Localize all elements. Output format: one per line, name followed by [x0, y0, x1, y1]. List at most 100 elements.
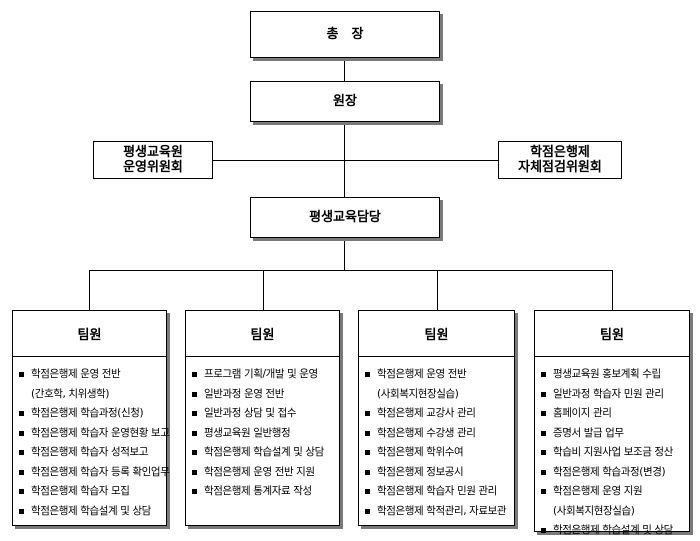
duty-text: 프로그램 기획/개발 및 운영 [204, 368, 318, 380]
square-bullet-icon [541, 489, 546, 494]
duty-text: 일반과정 상담 및 접수 [204, 407, 297, 419]
duty-item: 학점은행제 학습자 민원 관리 [365, 482, 514, 502]
duty-item: 학점은행제 운영 지원 (사회복지현장실습) [541, 482, 689, 521]
duty-subtext: (사회복지현장실습) [553, 504, 635, 517]
duty-text: 학점은행제 학습과정(변경) [553, 465, 666, 478]
square-bullet-icon [192, 489, 197, 494]
duty-text: 홈페이지 관리 [553, 407, 612, 419]
manager-label: 평생교육담당 [309, 210, 381, 225]
square-bullet-icon [541, 391, 546, 397]
duty-text: 학점은행제 운영 지원 [553, 485, 643, 497]
committee-right-line2: 자체점검위원회 [518, 160, 602, 175]
connector-team-3 [437, 270, 438, 310]
square-bullet-icon [192, 372, 197, 377]
square-bullet-icon [365, 450, 370, 455]
committee-right-box: 학점은행제 자체점검위원회 [498, 141, 622, 179]
duty-text: 학점은행제 학습과정(신청) [31, 407, 144, 419]
duty-text: 학습비 지원사업 보조금 정산 [553, 446, 673, 458]
duty-text: 학점은행제 학습자 모집 [31, 485, 130, 497]
duty-text: 학점은행제 학적관리, 자료보관 [377, 504, 507, 517]
team-title: 팀원 [535, 311, 689, 357]
duty-text: 학점은행제 수강생 관리 [377, 426, 476, 439]
duty-text: 학점은행제 학습설계 및 상담 [553, 524, 673, 536]
square-bullet-icon [365, 469, 370, 475]
manager-box: 평생교육담당 [250, 197, 440, 238]
duty-item: 홈페이지 관리 [541, 404, 689, 424]
square-bullet-icon [541, 469, 546, 475]
square-bullet-icon [365, 489, 370, 494]
connector-manager-bus [344, 238, 345, 270]
square-bullet-icon [365, 411, 370, 416]
connector-president-director [344, 58, 345, 81]
square-bullet-icon [19, 430, 24, 436]
duty-item: 학점은행제 학습설계 및 상담 [541, 521, 689, 541]
square-bullet-icon [541, 450, 546, 455]
team-title: 팀원 [13, 311, 166, 357]
square-bullet-icon [19, 508, 24, 514]
connector-team-bus [89, 270, 612, 271]
duty-item: 학점은행제 운영 전반 (사회복지현장실습) [365, 365, 514, 404]
duty-subtext: (간호학, 치위생학) [31, 387, 110, 400]
committee-left-line1: 평생교육원 [123, 145, 183, 160]
square-bullet-icon [19, 372, 24, 377]
duty-list: 학점은행제 운영 전반 (간호학, 치위생학) 학점은행제 학습과정(신청) 학점은행… [13, 357, 170, 521]
duty-item: 학점은행제 학습자 성적보고 [19, 443, 166, 463]
duty-text: 학점은행제 학습자 운영현황 보고 [31, 426, 170, 439]
duty-text: 일반과정 학습자 민원 관리 [553, 387, 664, 400]
duty-text: 학점은행제 운영 전반 지원 [204, 465, 315, 478]
duty-item: 프로그램 기획/개발 및 운영 [192, 365, 339, 385]
square-bullet-icon [541, 528, 546, 533]
duty-item: 학점은행제 정보공시 [365, 463, 514, 483]
duty-text: 학점은행제 통계자료 작성 [204, 485, 312, 497]
square-bullet-icon [19, 411, 24, 416]
duty-text: 학점은행제 운영 전반 [31, 368, 121, 380]
director-label: 원장 [333, 94, 357, 109]
duty-item: 학점은행제 학습설계 및 상담 [192, 443, 339, 463]
duty-text: 학점은행제 학습설계 및 상담 [204, 446, 324, 458]
square-bullet-icon [541, 372, 546, 377]
duty-item: 일반과정 학습자 민원 관리 [541, 385, 689, 405]
square-bullet-icon [541, 411, 546, 416]
duty-text: 학점은행제 교강사 관리 [377, 407, 476, 419]
square-bullet-icon [192, 411, 197, 416]
connector-team-1 [89, 270, 90, 310]
square-bullet-icon [192, 391, 197, 397]
duty-item: 학점은행제 학적관리, 자료보관 [365, 502, 514, 522]
duty-text: 학점은행제 학습자 등록 확인업무 [31, 465, 170, 478]
duty-text: 학점은행제 학습설계 및 상담 [31, 504, 151, 517]
duty-text: 학점은행제 학위수여 [377, 446, 464, 458]
square-bullet-icon [19, 450, 24, 455]
president-label: 총 장 [326, 27, 364, 42]
duty-item: 학점은행제 학습과정(변경) [541, 463, 689, 483]
square-bullet-icon [19, 489, 24, 494]
connector-team-4 [612, 270, 613, 310]
president-box: 총 장 [250, 11, 440, 58]
committee-left-box: 평생교육원 운영위원회 [93, 141, 213, 179]
duty-item: 학점은행제 교강사 관리 [365, 404, 514, 424]
duty-item: 학점은행제 학위수여 [365, 443, 514, 463]
duty-item: 학점은행제 운영 전반 (간호학, 치위생학) [19, 365, 166, 404]
connector-committees [213, 160, 498, 161]
committee-left-line2: 운영위원회 [123, 160, 183, 175]
duty-item: 일반과정 상담 및 접수 [192, 404, 339, 424]
square-bullet-icon [365, 372, 370, 377]
square-bullet-icon [365, 508, 370, 514]
duty-item: 학점은행제 학습자 등록 확인업무 [19, 463, 170, 483]
square-bullet-icon [365, 430, 370, 436]
duty-text: 학점은행제 운영 전반 [377, 368, 467, 380]
team-title: 팀원 [359, 311, 514, 357]
duty-item: 학점은행제 통계자료 작성 [192, 482, 339, 502]
connector-director-manager [344, 122, 345, 197]
duty-item: 학점은행제 학습자 모집 [19, 482, 166, 502]
square-bullet-icon [192, 450, 197, 455]
director-box: 원장 [250, 81, 440, 122]
duty-text: 학점은행제 학습자 민원 관리 [377, 485, 497, 497]
duty-subtext: (사회복지현장실습) [377, 387, 459, 400]
duty-item: 학점은행제 학습과정(신청) [19, 404, 166, 424]
duty-text: 학점은행제 학습자 성적보고 [31, 446, 148, 458]
team-title: 팀원 [186, 311, 339, 357]
